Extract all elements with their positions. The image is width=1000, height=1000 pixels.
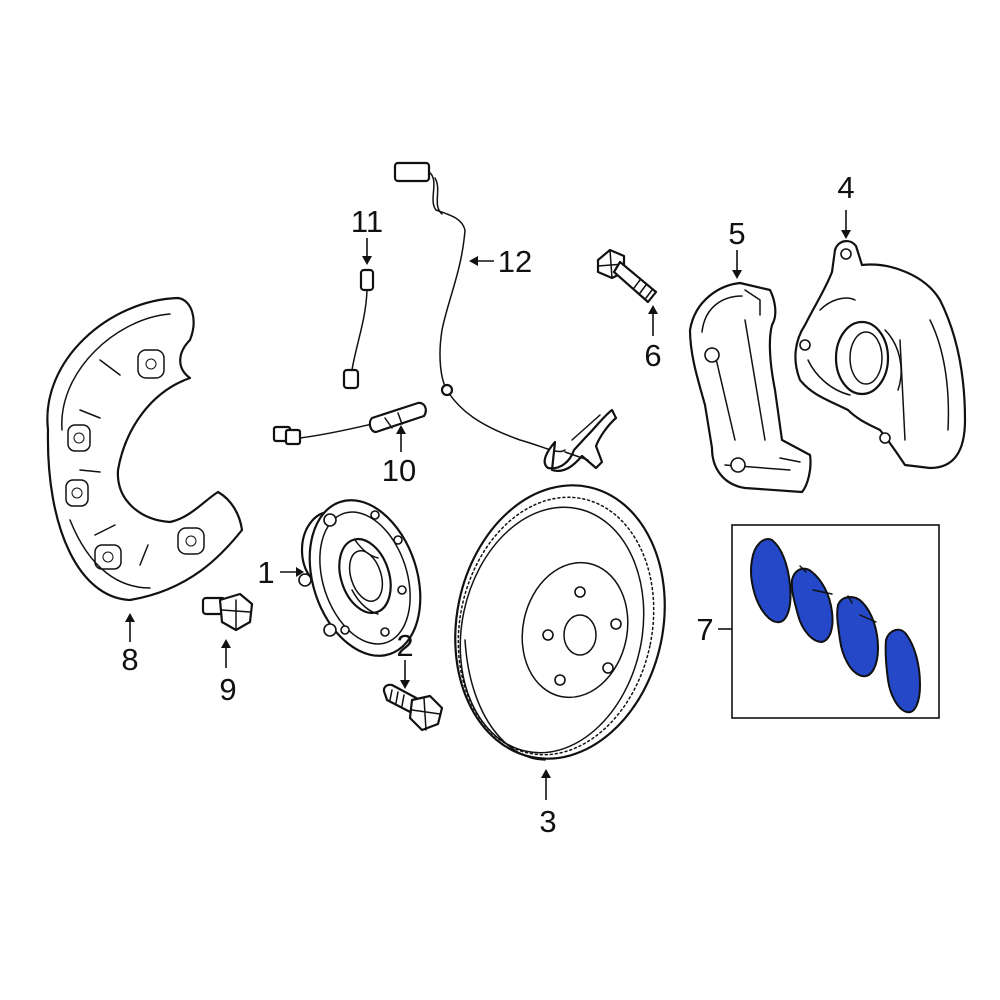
callout-labels: 1 2 3 4 5 6 7 8 9 10 11 12: [121, 170, 854, 839]
callout-11: 11: [351, 204, 383, 239]
brake-pad-3: [836, 596, 879, 678]
callout-9: 9: [219, 672, 236, 707]
brake-pad-1: [750, 538, 792, 624]
callout-4: 4: [837, 170, 854, 205]
wear-sensor-small[interactable]: [342, 268, 375, 390]
callout-8: 8: [121, 642, 138, 677]
abs-sensor-harness[interactable]: [393, 161, 618, 472]
splash-shield[interactable]: [46, 296, 244, 602]
brake-rotor[interactable]: [431, 466, 690, 779]
wheel-hub[interactable]: [291, 486, 439, 670]
leader-lines: [125, 210, 851, 800]
callout-3: 3: [539, 804, 556, 839]
callout-12: 12: [498, 244, 532, 279]
brake-pad-2: [790, 567, 834, 643]
steering-knuckle[interactable]: [794, 240, 967, 470]
callout-10: 10: [382, 453, 416, 488]
wear-sensor-cable[interactable]: [272, 401, 427, 446]
callout-5: 5: [728, 216, 745, 251]
caliper-bracket[interactable]: [688, 281, 812, 494]
brake-pad-4: [884, 628, 921, 714]
caliper-bolt[interactable]: [596, 248, 658, 304]
hub-bolt[interactable]: [382, 683, 444, 732]
callout-1: 1: [257, 555, 274, 590]
shield-bolt[interactable]: [201, 592, 254, 632]
callout-6: 6: [644, 338, 661, 373]
brake-pad-set[interactable]: [731, 524, 940, 719]
callout-7: 7: [696, 612, 713, 647]
callout-2: 2: [396, 628, 413, 663]
